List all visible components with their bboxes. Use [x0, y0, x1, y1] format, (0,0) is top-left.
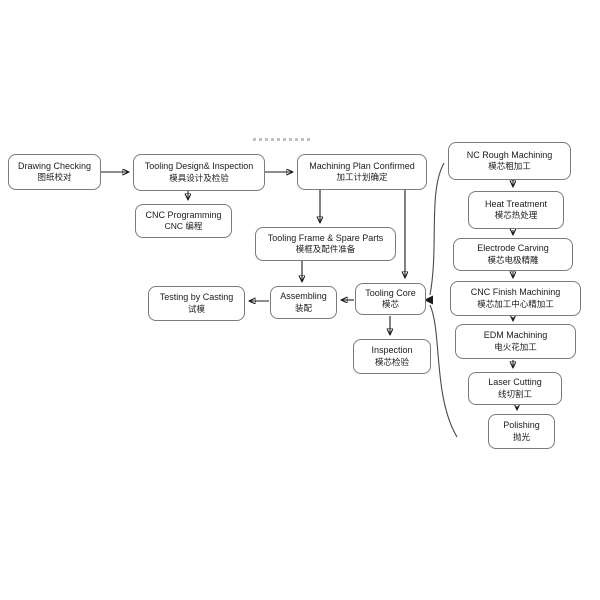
node-label-en: Inspection: [371, 345, 413, 356]
node-label-zh: 模框及配件准备: [295, 244, 356, 255]
node-label-en: Polishing: [503, 420, 540, 431]
node-inspection: Inspection 模芯检验: [353, 339, 431, 374]
node-label-zh: 电火花加工: [494, 341, 537, 352]
node-assembling: Assembling 装配: [270, 286, 337, 319]
node-laser-cutting: Laser Cutting 线切割工: [468, 372, 562, 405]
node-drawing-checking: Drawing Checking 图纸校对: [8, 154, 101, 190]
node-label-zh: 模芯热处理: [494, 210, 538, 221]
node-label-en: Heat Treatment: [484, 198, 548, 209]
node-tooling-core: Tooling Core 模芯: [355, 283, 426, 315]
node-label-zh: 抛光: [512, 431, 530, 442]
node-machining-plan: Machining Plan Confirmed 加工计划确定: [297, 154, 427, 190]
node-label-en: Machining Plan Confirmed: [309, 160, 415, 171]
node-tooling-frame: Tooling Frame & Spare Parts 模框及配件准备: [255, 227, 396, 261]
node-label-en: Testing by Casting: [159, 292, 234, 303]
node-polishing: Polishing 抛光: [488, 414, 555, 449]
node-heat-treatment: Heat Treatment 模芯热处理: [468, 191, 564, 229]
node-label-en: EDM Machining: [483, 330, 548, 341]
node-label-en: CNC Finish Machining: [470, 287, 561, 298]
group-brace-bottom: [429, 304, 458, 438]
node-label-en: Tooling Design& Inspection: [144, 161, 254, 172]
node-label-zh: 加工计划确定: [336, 172, 388, 183]
node-label-en: NC Rough Machining: [466, 149, 553, 160]
node-label-en: CNC Programming: [145, 209, 222, 220]
node-cnc-programming: CNC Programming CNC 编程: [135, 204, 232, 238]
node-label-en: Tooling Frame & Spare Parts: [267, 232, 384, 243]
node-label-en: Assembling: [280, 291, 327, 302]
node-label-zh: CNC 编程: [164, 221, 203, 232]
node-nc-rough-machining: NC Rough Machining 模芯粗加工: [448, 142, 571, 180]
group-brace-top: [429, 162, 445, 296]
node-label-en: Laser Cutting: [488, 377, 542, 388]
node-label-zh: 模芯: [381, 299, 399, 310]
node-label-zh: 模芯检验: [374, 356, 409, 367]
cropped-text-artifact: [253, 138, 311, 141]
node-label-en: Tooling Core: [365, 287, 416, 298]
node-label-zh: 试模: [187, 303, 205, 314]
node-electrode-carving: Electrode Carving 模芯电极精雕: [453, 238, 573, 271]
node-label-zh: 线切割工: [497, 388, 532, 399]
node-testing-casting: Testing by Casting 试模: [148, 286, 245, 321]
node-edm-machining: EDM Machining 电火花加工: [455, 324, 576, 359]
node-tooling-design: Tooling Design& Inspection 模具设计及检验: [133, 154, 265, 191]
node-label-zh: 模具设计及检验: [169, 172, 229, 183]
node-label-en: Drawing Checking: [17, 160, 92, 171]
node-label-zh: 装配: [294, 302, 312, 313]
node-label-zh: 模芯粗加工: [488, 161, 531, 172]
node-label-zh: 模芯电极精雕: [487, 254, 539, 265]
node-cnc-finish-machining: CNC Finish Machining 模芯加工中心精加工: [450, 281, 581, 316]
node-label-zh: 模芯加工中心精加工: [477, 298, 554, 309]
node-label-en: Electrode Carving: [477, 243, 549, 254]
node-label-zh: 图纸校对: [37, 172, 72, 183]
